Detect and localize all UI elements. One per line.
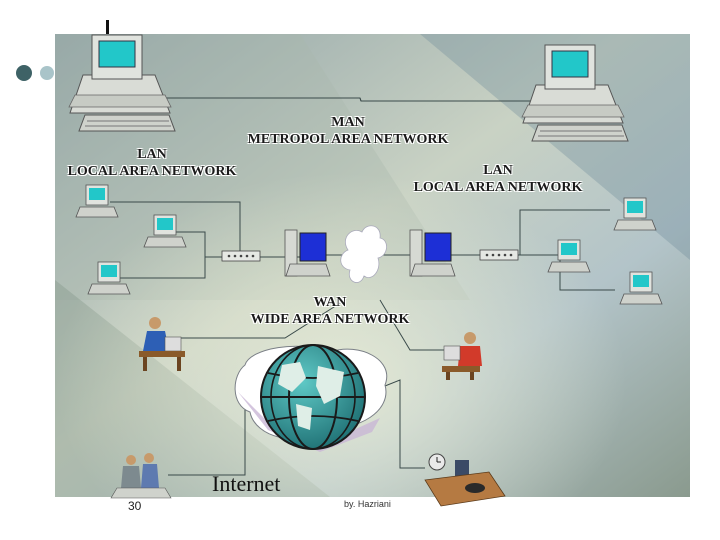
lan-left-pc-2	[143, 214, 187, 248]
page-number: 30	[128, 499, 142, 513]
lan-left-pc-1	[75, 184, 119, 218]
internet-user-left	[110, 453, 172, 499]
lan-right-pc-1	[613, 197, 657, 231]
lan-right-title: LAN	[483, 163, 513, 178]
man-workstation-right	[521, 44, 629, 142]
internet-user-right	[424, 453, 506, 507]
man-workstation-left	[68, 34, 176, 132]
man-title: MAN	[331, 115, 365, 130]
lan-right-subtitle: LOCAL AREA NETWORK	[413, 180, 583, 195]
lan-left-pc-3	[87, 261, 131, 295]
wan-label: WAN WIDE AREA NETWORK	[228, 294, 432, 328]
wan-link-left	[178, 299, 346, 339]
internet-globe	[260, 344, 366, 450]
lan-left-label: LAN LOCAL AREA NETWORK	[52, 146, 252, 180]
lan-right-bus	[519, 209, 610, 255]
wan-title: WAN	[313, 295, 347, 310]
wan-link-right	[379, 299, 460, 351]
lan-left-subtitle: LOCAL AREA NETWORK	[67, 164, 237, 179]
lan-right-hub	[479, 249, 519, 261]
wan-user-left	[139, 317, 185, 371]
lan-right-pc-3	[619, 271, 663, 305]
wan-cloud	[340, 225, 387, 283]
man-label: MAN METROPOL AREA NETWORK	[232, 114, 464, 148]
wan-subtitle: WIDE AREA NETWORK	[250, 312, 410, 327]
wan-user-right	[442, 332, 482, 380]
lan-right-label: LAN LOCAL AREA NETWORK	[398, 162, 598, 196]
lan-left-server	[284, 229, 331, 277]
internet-link-right	[374, 379, 425, 469]
lan-left-hub	[221, 250, 261, 262]
lan-right-server	[409, 229, 456, 277]
lan-left-title: LAN	[137, 147, 167, 162]
lan-left-bus	[110, 201, 241, 257]
slide-decoration	[16, 20, 109, 81]
lan-right-pc-2	[547, 239, 591, 273]
internet-label: Internet	[212, 471, 281, 496]
author-credit: by. Hazriani	[344, 499, 391, 509]
man-subtitle: METROPOL AREA NETWORK	[247, 132, 449, 147]
